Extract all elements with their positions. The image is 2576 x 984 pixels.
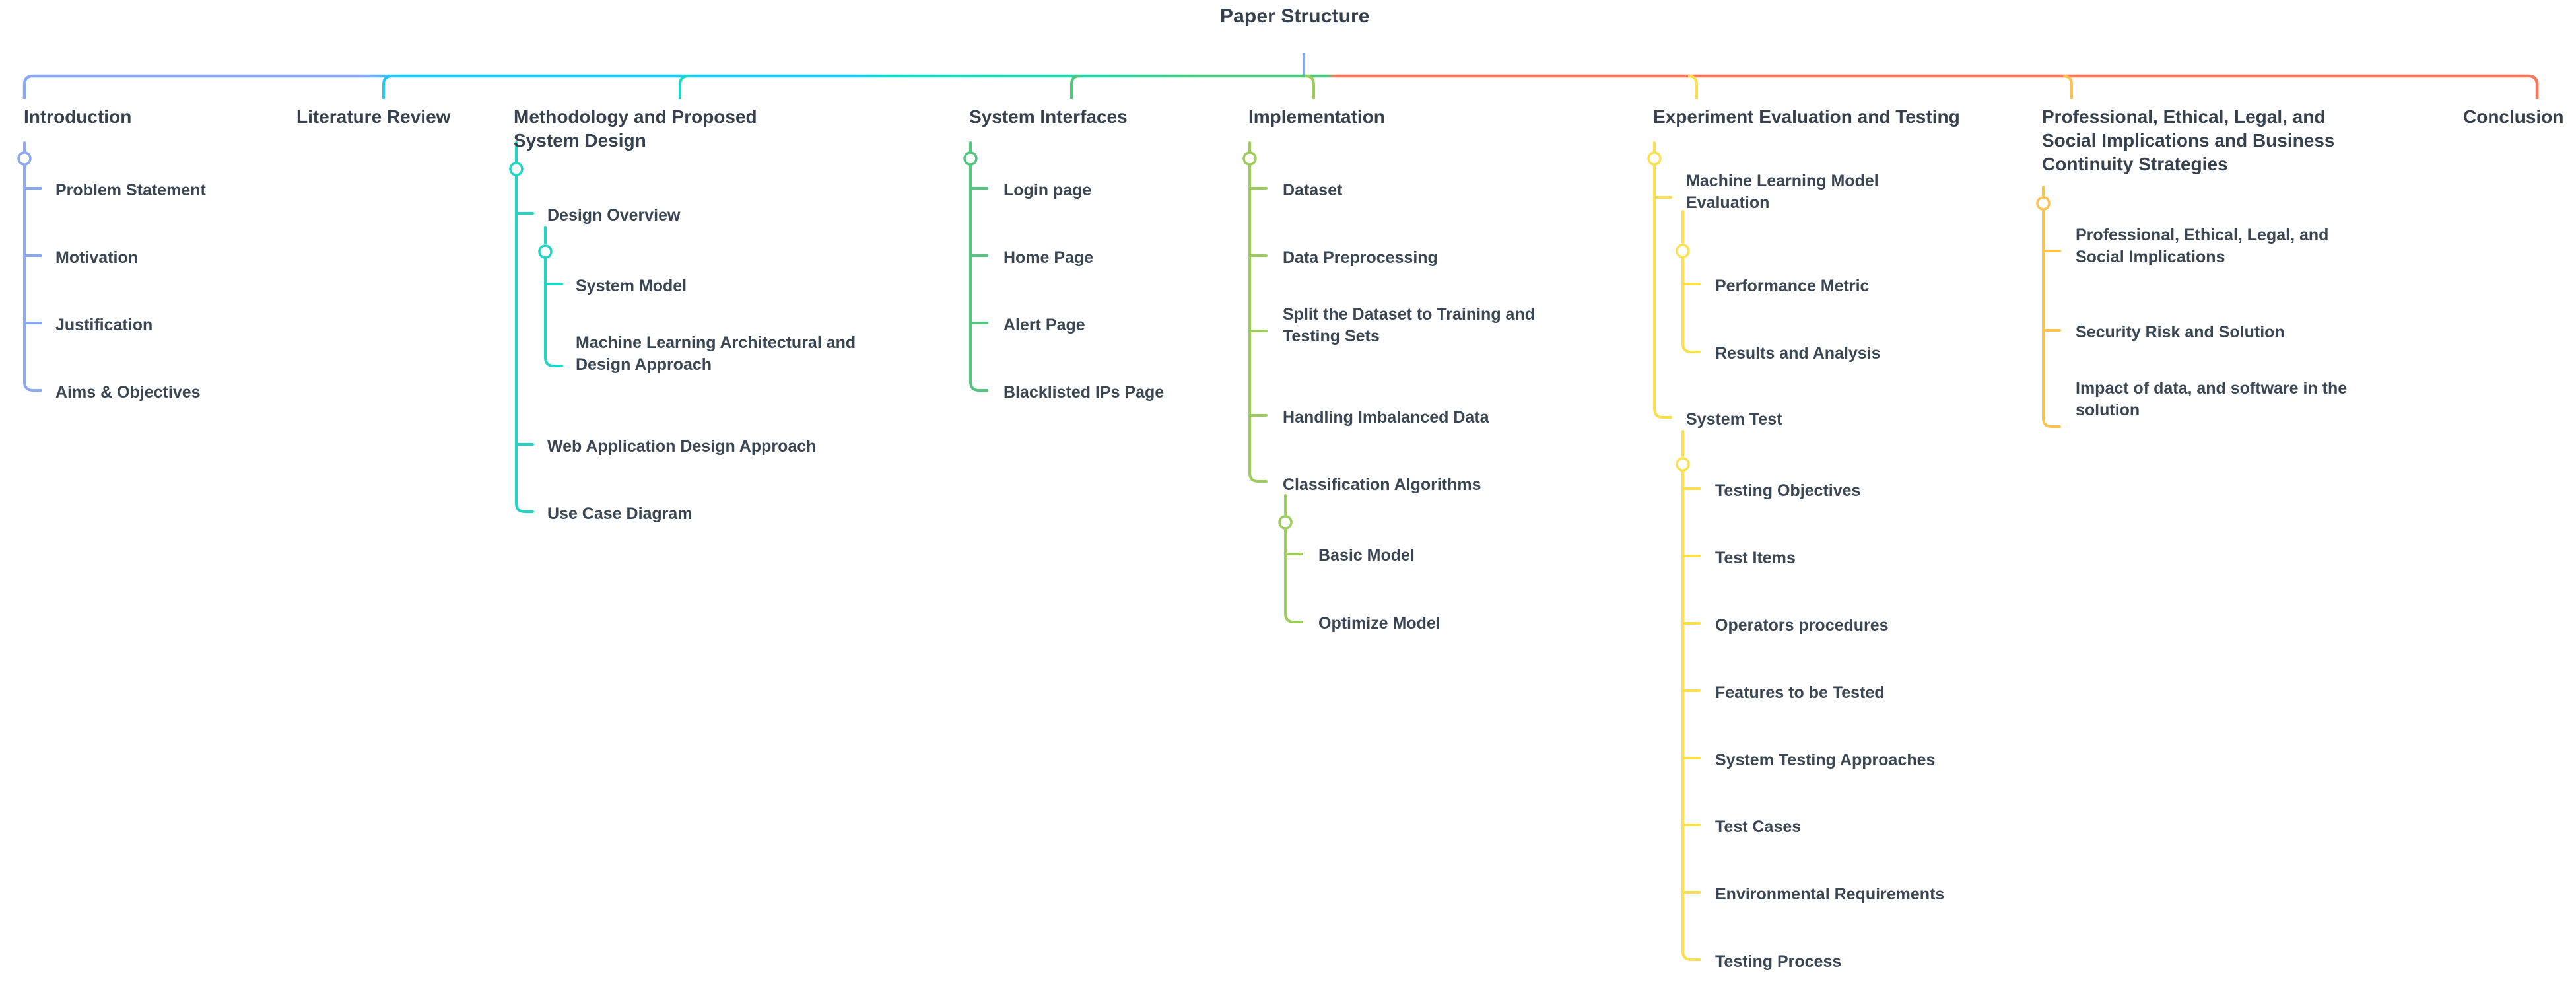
node-system-test[interactable]: System Test bbox=[1686, 410, 1782, 429]
branch-title-conclusion[interactable]: Conclusion bbox=[2463, 106, 2564, 127]
connectors-implementation bbox=[1242, 141, 1303, 623]
node-motivation[interactable]: Motivation bbox=[55, 248, 138, 267]
node-impact-line2: solution bbox=[2076, 400, 2140, 419]
node-professional-social-implications[interactable]: Professional, Ethical, Legal, and Social… bbox=[2076, 225, 2419, 267]
node-test-items[interactable]: Test Items bbox=[1715, 549, 1796, 567]
node-ml-model-evaluation-line1: Machine Learning Model bbox=[1686, 172, 1879, 190]
node-results-and-analysis[interactable]: Results and Analysis bbox=[1715, 344, 1881, 363]
node-basic-model[interactable]: Basic Model bbox=[1318, 546, 1415, 565]
node-ml-model-evaluation[interactable]: Machine Learning Model Evaluation bbox=[1686, 170, 1963, 213]
node-login-page[interactable]: Login page bbox=[1003, 181, 1092, 199]
page-title: Paper Structure bbox=[1220, 5, 1370, 27]
stem-system-interfaces bbox=[1070, 75, 1081, 99]
node-impact-of-data-and-software[interactable]: Impact of data, and software in the solu… bbox=[2076, 378, 2445, 421]
node-professional-social-line1: Professional, Ethical, Legal, and bbox=[2076, 226, 2329, 244]
stem-literature-review bbox=[382, 75, 393, 99]
node-optimize-model[interactable]: Optimize Model bbox=[1318, 614, 1441, 633]
node-home-page[interactable]: Home Page bbox=[1003, 248, 1094, 267]
node-aims-objectives[interactable]: Aims & Objectives bbox=[55, 383, 201, 402]
node-ml-architectural-line1: Machine Learning Architectural and bbox=[576, 334, 856, 352]
node-data-preprocessing[interactable]: Data Preprocessing bbox=[1283, 248, 1438, 267]
node-test-cases[interactable]: Test Cases bbox=[1715, 818, 1802, 836]
node-split-dataset-line1: Split the Dataset to Training and bbox=[1283, 305, 1535, 324]
node-problem-statement[interactable]: Problem Statement bbox=[55, 181, 206, 199]
branch-title-methodology-line1: Methodology and Proposed bbox=[514, 106, 757, 127]
main-spine bbox=[22, 74, 2539, 99]
node-design-overview[interactable]: Design Overview bbox=[547, 206, 681, 225]
branch-title-methodology-line2: System Design bbox=[514, 129, 646, 151]
node-dataset[interactable]: Dataset bbox=[1283, 181, 1343, 199]
node-justification[interactable]: Justification bbox=[55, 316, 153, 334]
node-testing-objectives[interactable]: Testing Objectives bbox=[1715, 481, 1861, 500]
node-operators-procedures[interactable]: Operators procedures bbox=[1715, 616, 1889, 635]
node-system-testing-approaches[interactable]: System Testing Approaches bbox=[1715, 751, 1936, 769]
node-performance-metric[interactable]: Performance Metric bbox=[1715, 277, 1870, 295]
branch-title-system-interfaces[interactable]: System Interfaces bbox=[969, 106, 1128, 127]
node-professional-social-line2: Social Implications bbox=[2076, 247, 2225, 266]
connectors-introduction bbox=[17, 141, 42, 392]
node-features-to-be-tested[interactable]: Features to be Tested bbox=[1715, 684, 1885, 702]
node-use-case-diagram[interactable]: Use Case Diagram bbox=[547, 505, 693, 523]
branch-title-professional-line2: Social Implications and Business bbox=[2042, 129, 2335, 151]
node-blacklisted-ips-page[interactable]: Blacklisted IPs Page bbox=[1003, 383, 1165, 402]
stem-professional bbox=[2062, 75, 2073, 99]
connectors-professional bbox=[2036, 186, 2061, 428]
node-split-dataset[interactable]: Split the Dataset to Training and Testin… bbox=[1283, 304, 1626, 347]
node-testing-process[interactable]: Testing Process bbox=[1715, 952, 1842, 971]
branch-title-introduction[interactable]: Introduction bbox=[24, 106, 132, 127]
stem-methodology bbox=[679, 75, 689, 99]
branch-title-professional-line1: Professional, Ethical, Legal, and bbox=[2042, 106, 2326, 127]
branch-title-literature-review[interactable]: Literature Review bbox=[296, 106, 451, 127]
node-ml-model-evaluation-line2: Evaluation bbox=[1686, 193, 1770, 212]
branch-title-methodology[interactable]: Methodology and Proposed System Design bbox=[514, 105, 797, 153]
node-impact-line1: Impact of data, and software in the bbox=[2076, 379, 2348, 398]
node-environmental-requirements[interactable]: Environmental Requirements bbox=[1715, 885, 1945, 903]
node-alert-page[interactable]: Alert Page bbox=[1003, 316, 1085, 334]
stem-implementation bbox=[1305, 75, 1315, 99]
stem-experiment bbox=[1687, 75, 1698, 99]
connectors-experiment bbox=[1647, 141, 1701, 961]
node-split-dataset-line2: Testing Sets bbox=[1283, 326, 1380, 345]
node-handling-imbalanced-data[interactable]: Handling Imbalanced Data bbox=[1283, 408, 1489, 427]
node-classification-algorithms[interactable]: Classification Algorithms bbox=[1283, 475, 1481, 494]
node-security-risk-and-solution[interactable]: Security Risk and Solution bbox=[2076, 323, 2285, 341]
node-ml-architectural-design-approach[interactable]: Machine Learning Architectural and Desig… bbox=[576, 332, 972, 375]
branch-title-implementation[interactable]: Implementation bbox=[1248, 106, 1385, 127]
branch-title-professional[interactable]: Professional, Ethical, Legal, and Social… bbox=[2042, 105, 2372, 176]
branch-title-professional-line3: Continuity Strategies bbox=[2042, 153, 2228, 174]
node-system-model[interactable]: System Model bbox=[576, 277, 687, 295]
node-web-application-design-approach[interactable]: Web Application Design Approach bbox=[547, 437, 817, 456]
node-ml-architectural-line2: Design Approach bbox=[576, 355, 712, 374]
branch-title-experiment[interactable]: Experiment Evaluation and Testing bbox=[1653, 106, 1960, 127]
